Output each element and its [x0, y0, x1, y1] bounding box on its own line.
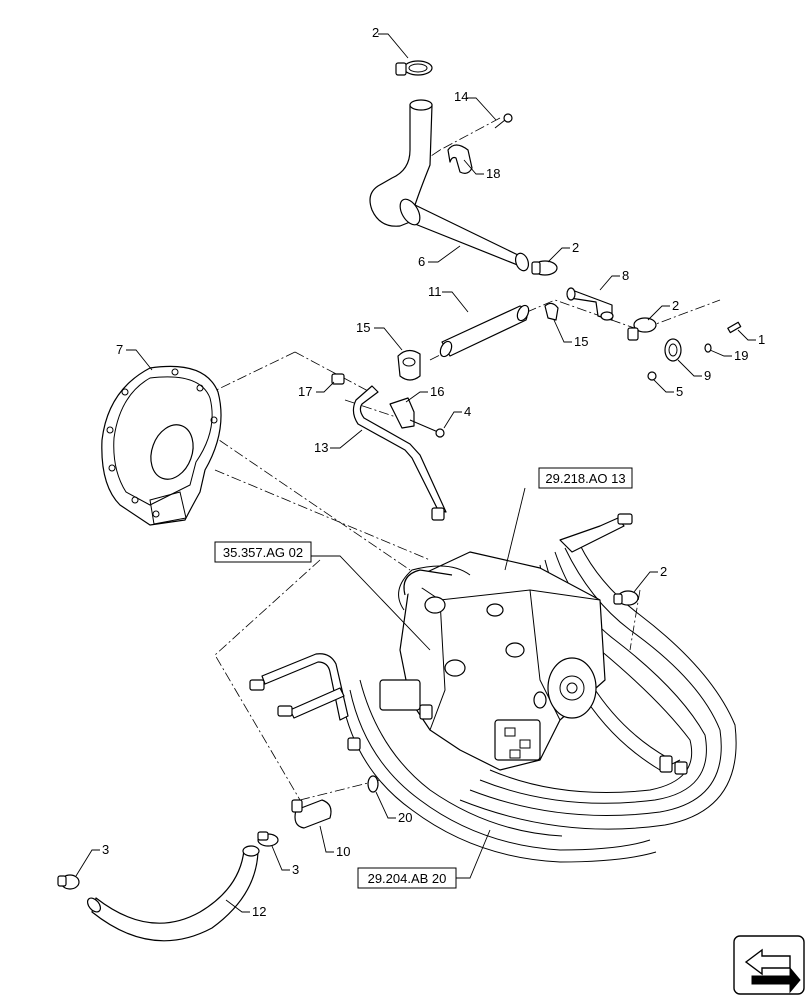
fitting-10: [291, 799, 332, 829]
callout-17: 17: [298, 384, 312, 399]
hose-clamp-top: [395, 60, 433, 76]
callout-15-right: 15: [574, 334, 588, 349]
callout-2-top: 2: [372, 25, 379, 40]
hose-12: [86, 845, 260, 942]
callout-2-pump: 2: [660, 564, 667, 579]
callout-8: 8: [622, 268, 629, 283]
hose-clamp-pump: [613, 590, 639, 606]
callout-9: 9: [704, 368, 711, 383]
callout-2-right: 2: [672, 298, 679, 313]
orientation-arrow-icon[interactable]: [733, 935, 805, 995]
plug-17: [331, 373, 345, 385]
bracket-18: [447, 144, 473, 174]
callout-16: 16: [430, 384, 444, 399]
callout-19: 19: [734, 348, 748, 363]
hose-clamp-3-right: [257, 831, 279, 847]
hose-clamp-mid: [531, 260, 558, 276]
reference-box-c[interactable]: 29.204.AB 20: [357, 867, 457, 889]
callout-20: 20: [398, 810, 412, 825]
callout-10: 10: [336, 844, 350, 859]
callout-leaders: [75, 33, 756, 913]
callout-2-mid: 2: [572, 240, 579, 255]
hose-11: [439, 304, 530, 358]
hydraulic-pump-assembly: [249, 513, 737, 863]
clamp-cap-assembly: [627, 317, 742, 381]
callout-7: 7: [116, 342, 123, 357]
reference-box-a[interactable]: 29.218.AO 13: [538, 467, 633, 489]
reference-c-text[interactable]: 29.204.AB 20: [368, 871, 447, 886]
reference-b-text[interactable]: 35.357.AG 02: [223, 545, 303, 560]
hose-clamp-3-left: [57, 874, 80, 890]
reference-box-b[interactable]: 35.357.AG 02: [214, 541, 312, 563]
bolt-14: [494, 113, 513, 129]
callout-5: 5: [676, 384, 683, 399]
bracket-16: [389, 397, 415, 429]
callout-14: 14: [454, 89, 468, 104]
callout-18: 18: [486, 166, 500, 181]
callout-1: 1: [758, 332, 765, 347]
callout-15-left: 15: [356, 320, 370, 335]
callout-6: 6: [418, 254, 425, 269]
callout-11: 11: [428, 284, 442, 299]
formed-hose-6: [369, 99, 530, 272]
o-ring-20: [367, 775, 379, 793]
flywheel-housing-7: [101, 365, 222, 526]
reference-a-text[interactable]: 29.218.AO 13: [545, 471, 625, 486]
tee-fitting-8: [566, 287, 614, 321]
small-clamp-15-right: [544, 302, 559, 321]
tube-13: [352, 385, 447, 521]
reference-leaders: [311, 487, 526, 879]
bolt-4: [409, 419, 445, 438]
callout-4: 4: [464, 404, 471, 419]
callout-labels: 2 14 18 6 2 8 11 2 1 15 15 19 9 5 7 17 1…: [102, 25, 765, 919]
callout-3-right: 3: [292, 862, 299, 877]
callout-13: 13: [314, 440, 328, 455]
callout-3-left: 3: [102, 842, 109, 857]
clamp-15-left: [397, 349, 421, 381]
callout-12: 12: [252, 904, 266, 919]
